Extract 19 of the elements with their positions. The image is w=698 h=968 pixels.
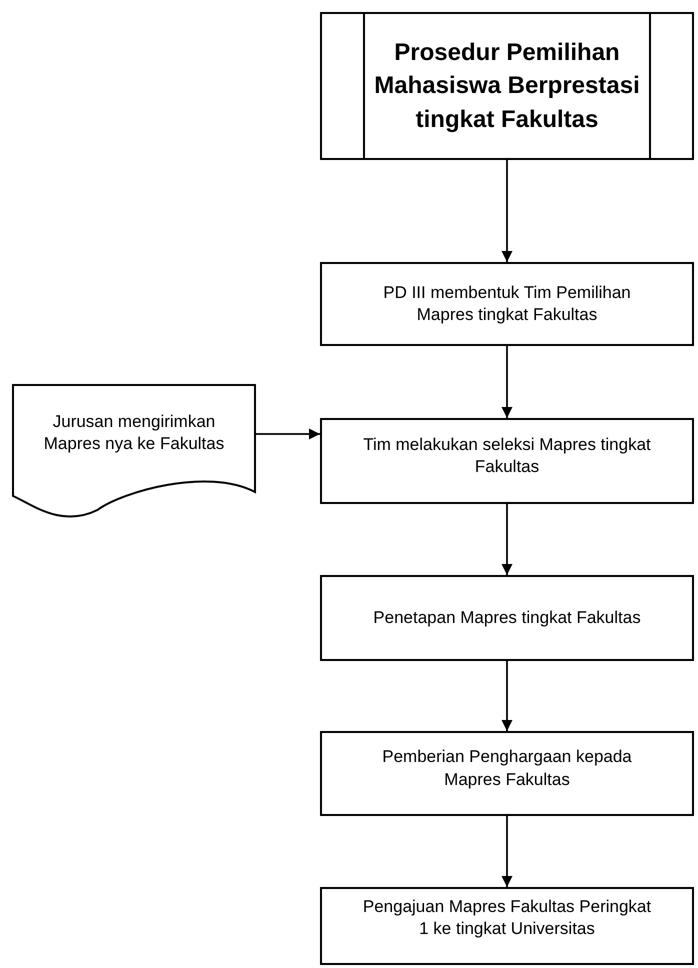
process-box [320,731,694,816]
process-box [320,262,694,346]
process-box [320,887,694,965]
process-box [320,418,694,504]
title-box [320,12,694,160]
arrow [502,346,512,418]
node-text: Penetapan Mapres tingkat Fakultas [373,606,641,629]
node-text: Tim melakukan seleksi Mapres tingkat Fakultas [362,434,652,478]
arrow [256,428,320,440]
arrow [502,816,512,887]
node-text: Pengajuan Mapres Fakultas Peringkat 1 ke tingkat Universitas [362,896,652,940]
arrow [502,160,512,262]
arrow [502,661,512,731]
node-text: Jurusan mengirimkan Mapres nya ke Fakultas [42,410,226,455]
node-text: PD III membentuk Tim Pemilihan Mapres tingkat Fakultas [382,282,632,326]
node-text: Prosedur Pemilihan Mahasiswa Berprestasi tingkat Fakultas [373,38,641,135]
process-box [320,575,694,661]
node-text: Pemberian Penghargaan kepada Mapres Fakultas [381,746,633,790]
arrow [502,504,512,575]
